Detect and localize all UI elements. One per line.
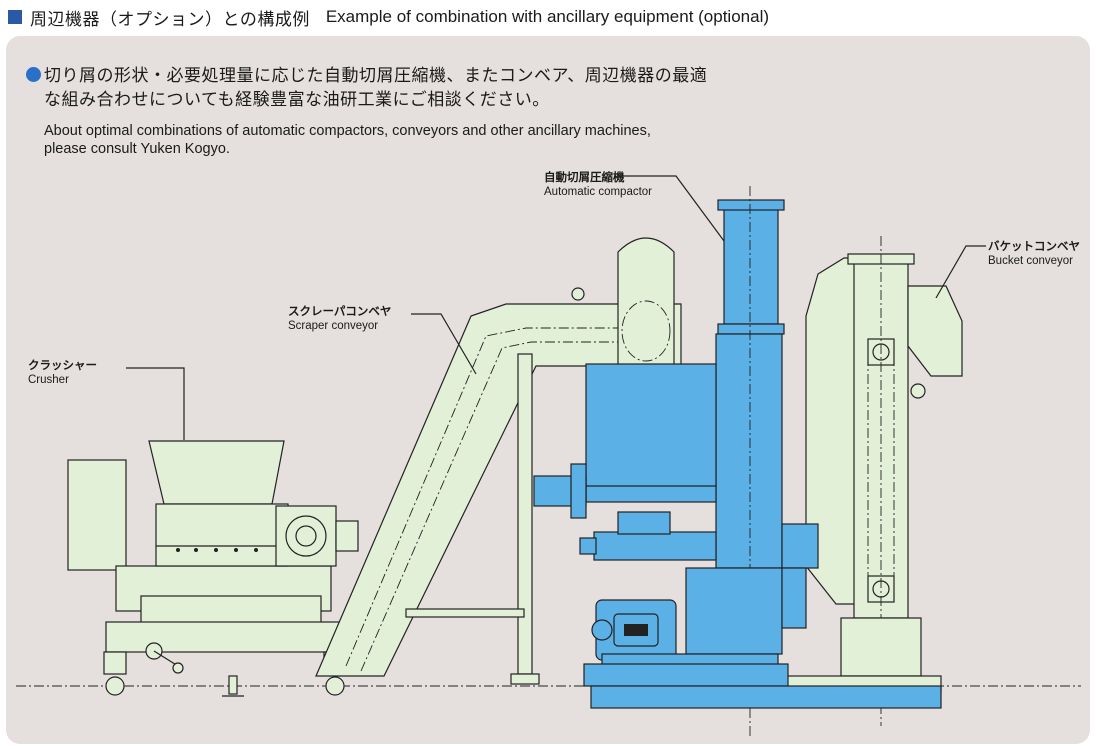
bucket-label: バケットコンベヤ Bucket conveyor bbox=[988, 239, 1080, 267]
intro-jp-line-2: な組み合わせについても経験豊富な油研工業にご相談ください。 bbox=[44, 90, 550, 110]
compactor-main-column bbox=[715, 333, 783, 569]
crusher-motor-box bbox=[67, 459, 127, 571]
section-header: 周辺機器（オプション）との構成例 Example of combination … bbox=[8, 4, 769, 30]
scraper-conveyor-machine bbox=[315, 237, 682, 685]
common-base-frame bbox=[590, 685, 942, 709]
header-square-icon bbox=[8, 10, 22, 24]
compactor-hydraulic-cylinder bbox=[593, 531, 717, 561]
scraper-conveyor-body bbox=[315, 303, 682, 677]
bullet-icon bbox=[26, 67, 41, 82]
bucket-conveyor-base bbox=[840, 617, 922, 677]
crusher-frame bbox=[140, 595, 322, 627]
compactor-hopper bbox=[585, 363, 717, 503]
section-title-en: Example of combination with ancillary eq… bbox=[325, 7, 770, 26]
bucket-leader-line bbox=[935, 245, 986, 299]
intro-en-line-1: About optimal combinations of automatic … bbox=[44, 123, 651, 139]
crusher-label: クラッシャー Crusher bbox=[28, 358, 97, 386]
compactor-side-unit bbox=[781, 523, 819, 569]
equipment-drawing: .lt { fill: #e3f0d8; stroke: #222; strok… bbox=[16, 175, 1081, 736]
compactor-lower-body bbox=[685, 567, 783, 655]
scraper-support-beam bbox=[405, 608, 525, 618]
intro-text: 切り屑の形状・必要処理量に応じた自動切屑圧縮機、またコンベア、周辺機器の最適 な… bbox=[26, 64, 806, 158]
crusher-hopper bbox=[148, 440, 285, 505]
bucket-conveyor-chute bbox=[907, 285, 963, 377]
illustration-panel: 切り屑の形状・必要処理量に応じた自動切屑圧縮機、またコンベア、周辺機器の最適 な… bbox=[6, 36, 1090, 744]
crusher-body bbox=[155, 503, 289, 567]
crusher-leader-line bbox=[126, 367, 185, 440]
compactor-label: 自動切屑圧縮機 Automatic compactor bbox=[544, 170, 653, 198]
scraper-support-leg bbox=[517, 353, 533, 675]
scraper-label: スクレーパコンベヤ Scraper conveyor bbox=[288, 304, 392, 332]
crusher-machine bbox=[67, 440, 359, 697]
scraper-lifting-eye-icon bbox=[571, 287, 585, 301]
crusher-chassis bbox=[105, 621, 342, 653]
scraper-drive-head bbox=[617, 237, 675, 367]
section-title-jp: 周辺機器（オプション）との構成例 bbox=[30, 9, 310, 30]
compactor-base-plate bbox=[583, 663, 789, 687]
intro-jp-line-1: 切り屑の形状・必要処理量に応じた自動切屑圧縮機、またコンベア、周辺機器の最適 bbox=[26, 64, 806, 88]
compactor-upper-column bbox=[723, 203, 779, 325]
bucket-conveyor-machine bbox=[785, 236, 963, 726]
intro-en-line-2: please consult Yuken Kogyo. bbox=[44, 141, 230, 157]
scraper-leader-line bbox=[411, 313, 477, 375]
automatic-compactor-machine bbox=[533, 186, 942, 736]
compactor-leader-line bbox=[624, 175, 725, 242]
